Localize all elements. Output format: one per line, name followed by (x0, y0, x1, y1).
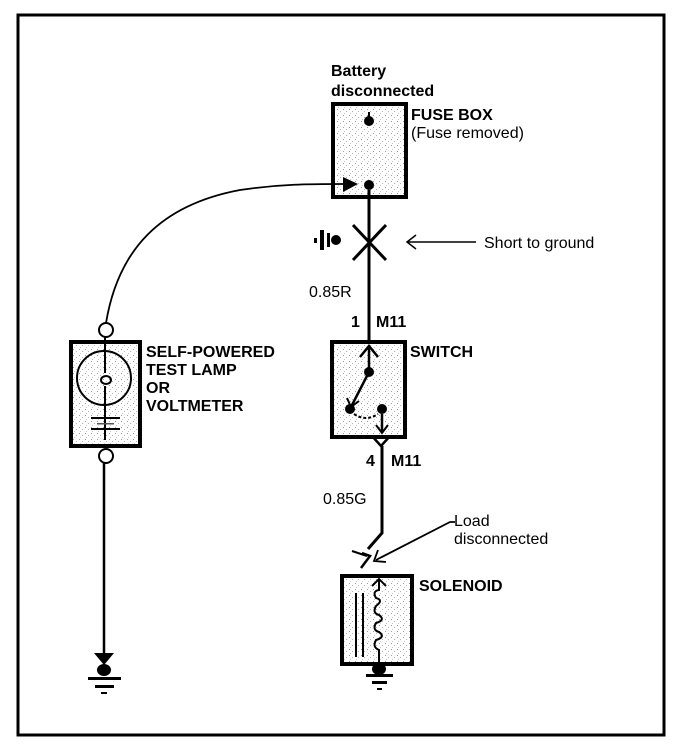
solenoid-ground-icon (366, 663, 393, 690)
battery-cell-icon (91, 417, 120, 430)
fuse-terminal-bottom (364, 180, 374, 190)
wire-lower-pin: 4 (366, 453, 375, 470)
open-connector-stub (351, 550, 368, 557)
wire-lower (366, 446, 384, 550)
fuse-terminal-top (364, 116, 374, 126)
diagram-frame (16, 13, 666, 737)
switch-label: SWITCH (410, 344, 473, 361)
battery-label-line1: Battery (331, 63, 386, 80)
battery-label-line2: disconnected (331, 83, 434, 100)
test-lamp-terminal-bottom (98, 448, 114, 464)
switch-lead-arrow-icon (375, 424, 389, 435)
load-arrow-icon (372, 521, 455, 563)
solenoid (340, 574, 414, 666)
wire-lower-gauge: 0.85G (323, 491, 367, 508)
wire-upper-pin: 1 (351, 314, 360, 331)
fuse-box-note: (Fuse removed) (411, 125, 524, 142)
short-to-ground-marker (351, 223, 388, 262)
switch (330, 340, 407, 448)
solenoid-label: SOLENOID (419, 578, 503, 595)
lamp-filament (100, 375, 112, 385)
switch-blade (349, 371, 371, 408)
open-connector-icon (360, 551, 373, 569)
switch-contact-right (377, 404, 387, 414)
load-label-line2: disconnected (454, 531, 548, 548)
probe-arrow-icon (343, 177, 358, 192)
tester-label-line1: SELF-POWERED (146, 344, 275, 361)
tester-label-line2: TEST LAMP (146, 362, 237, 379)
solenoid-body (340, 574, 414, 666)
solenoid-coil (373, 580, 383, 663)
wire-upper-connector: M11 (376, 314, 406, 331)
load-label-line1: Load (454, 513, 490, 530)
tester-label-line3: OR (146, 380, 170, 397)
switch-contact-left (345, 404, 355, 414)
short-label: Short to ground (484, 235, 594, 252)
switch-travel-arc (353, 413, 379, 419)
fuse-box-label: FUSE BOX (411, 107, 493, 124)
short-cross-b (351, 223, 388, 262)
tester-ground-icon (88, 653, 121, 694)
test-lead-upper (105, 183, 344, 324)
solenoid-input-arrow-icon (371, 577, 387, 587)
ground-short-icon (314, 230, 341, 250)
fuse-box (331, 102, 408, 199)
short-arrow-icon (405, 234, 476, 250)
test-lamp-terminal-top (98, 322, 114, 338)
test-lamp (69, 337, 142, 448)
wire-lower-connector: M11 (391, 453, 421, 470)
tester-label-line4: VOLTMETER (146, 398, 244, 415)
wire-upper-gauge: 0.85R (309, 284, 352, 301)
